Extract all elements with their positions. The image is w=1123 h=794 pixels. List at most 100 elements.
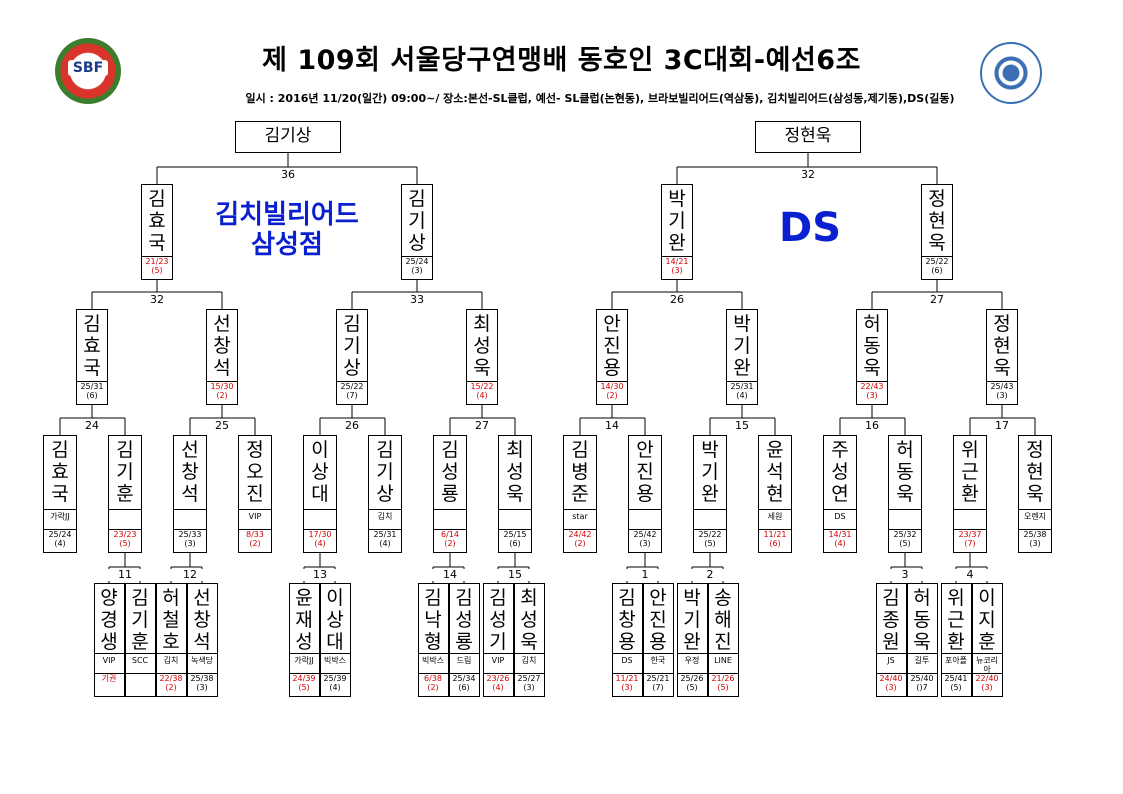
score-detail: (3) bbox=[996, 391, 1008, 400]
score-value: 25/27 bbox=[517, 674, 541, 683]
club-name: 드림 bbox=[449, 653, 479, 674]
player-score: 23/23(5) bbox=[109, 529, 141, 552]
page-title: 제 109회 서울당구연맹배 동호인 3C대회-예선6조 bbox=[262, 45, 861, 76]
score-value: 25/40 bbox=[910, 674, 934, 683]
match-number: 26 bbox=[657, 294, 697, 306]
match-number: 15 bbox=[722, 420, 762, 432]
score-value: 11/21 bbox=[615, 674, 639, 683]
score-detail: (2) bbox=[574, 539, 586, 548]
club-name: 뉴코리아 bbox=[972, 653, 1002, 674]
player-score: 25/38(3) bbox=[1019, 529, 1051, 552]
score-value: 25/39 bbox=[323, 674, 347, 683]
club-name: 빅박스 bbox=[320, 653, 350, 674]
player-score: 22/38(2) bbox=[156, 673, 186, 696]
score-value: 25/21 bbox=[646, 674, 670, 683]
score-value: 25/43 bbox=[990, 382, 1014, 391]
match-number: 25 bbox=[202, 420, 242, 432]
score-value: 22/43 bbox=[860, 382, 884, 391]
club-name: 김치 bbox=[514, 653, 544, 674]
match-number: 32 bbox=[788, 169, 828, 181]
player-score: 14/31(4) bbox=[824, 529, 856, 552]
club-name bbox=[434, 509, 466, 530]
score-value: 11/21 bbox=[763, 530, 787, 539]
player-score: 6/38(2) bbox=[418, 673, 448, 696]
score-detail: (7) bbox=[346, 391, 358, 400]
player-score: 25/22(6) bbox=[922, 256, 952, 279]
venue-left: 김치빌리어드 삼성점 bbox=[192, 200, 382, 260]
player-score: 21/26(5) bbox=[708, 673, 738, 696]
player-score: 24/40(3) bbox=[876, 673, 906, 696]
score-detail: (4) bbox=[314, 539, 326, 548]
score-detail: (3) bbox=[196, 683, 208, 692]
venue-left-line2: 삼성점 bbox=[251, 230, 323, 260]
match-number: 27 bbox=[462, 420, 502, 432]
score-detail: (5) bbox=[119, 539, 131, 548]
event-info: 일시 : 2016년 11/20(일간) 09:00~/ 장소:본선-SL클럽,… bbox=[245, 92, 955, 105]
sbf-logo-text: SBF bbox=[68, 60, 108, 76]
score-detail: (4) bbox=[492, 683, 504, 692]
score-detail: (3) bbox=[184, 539, 196, 548]
player-score: 25/32(5) bbox=[889, 529, 921, 552]
player-score: 25/26(5) bbox=[677, 673, 707, 696]
score-detail: (3) bbox=[1029, 539, 1041, 548]
score-value: 14/31 bbox=[828, 530, 852, 539]
player-score: 14/21(3) bbox=[662, 256, 692, 279]
score-value: 21/23 bbox=[145, 257, 169, 266]
player-score: 24/42(2) bbox=[564, 529, 596, 552]
player-score: 22/43(3) bbox=[857, 381, 887, 404]
player-score: 25/24(4) bbox=[44, 529, 76, 552]
score-value: 25/22 bbox=[698, 530, 722, 539]
score-value: 25/26 bbox=[680, 674, 704, 683]
player-score: 25/42(3) bbox=[629, 529, 661, 552]
match-number: 36 bbox=[268, 169, 308, 181]
club-name: VIP bbox=[483, 653, 513, 674]
player-score: 8/33(2) bbox=[239, 529, 271, 552]
score-detail: (3) bbox=[671, 266, 683, 275]
score-detail: (6) bbox=[769, 539, 781, 548]
score-detail: (6) bbox=[458, 683, 470, 692]
club-name: 오렌지 bbox=[1019, 509, 1051, 530]
match-number: 14 bbox=[592, 420, 632, 432]
score-value: 8/33 bbox=[246, 530, 264, 539]
club-name: 우정 bbox=[677, 653, 707, 674]
score-detail: (5) bbox=[151, 266, 163, 275]
player-score: 25/41(5) bbox=[941, 673, 971, 696]
club-name: star bbox=[564, 509, 596, 530]
match-number: 3 bbox=[885, 569, 925, 581]
score-detail: (3) bbox=[639, 539, 651, 548]
club-name: DS bbox=[612, 653, 642, 674]
score-detail: (7) bbox=[964, 539, 976, 548]
score-detail: (4) bbox=[736, 391, 748, 400]
player-score: 25/24(3) bbox=[402, 256, 432, 279]
venue-left-line1: 김치빌리어드 bbox=[215, 200, 359, 230]
